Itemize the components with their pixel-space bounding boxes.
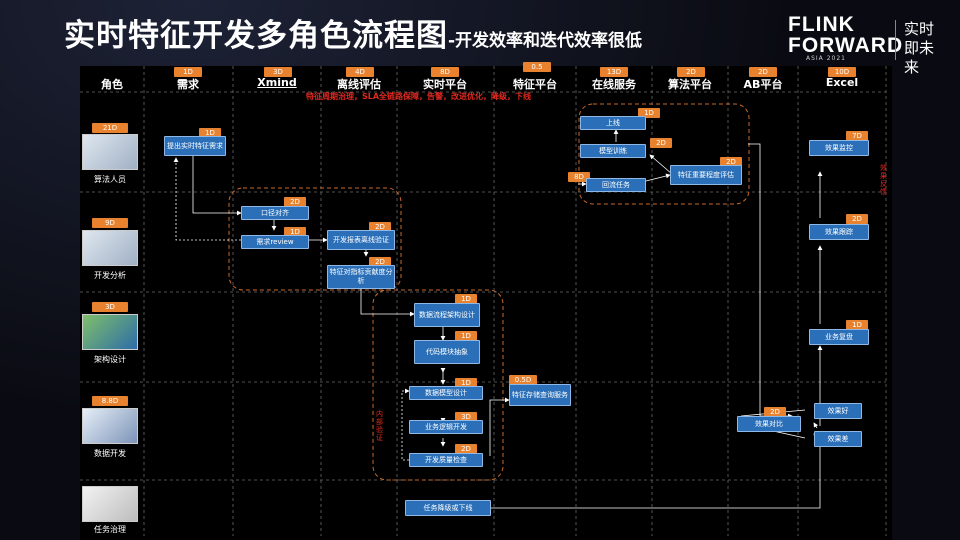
header-online-service: 在线服务 — [592, 78, 636, 91]
tag-quality-check: 2D — [455, 444, 477, 454]
box-requirement-review: 需求review — [241, 235, 309, 249]
header-tag-feature-platform: 0.5 — [523, 62, 551, 72]
box-code-abstraction: 代码模块抽象 — [414, 340, 480, 364]
group-outlines — [228, 103, 750, 481]
box-contribution-analysis: 特征对指标贡献度分析 — [327, 265, 395, 289]
box-report-offline-verify: 开发报表离线验证 — [327, 230, 395, 250]
box-task-downgrade: 任务降级或下线 — [405, 500, 491, 516]
box-model-training: 模型训练 — [580, 144, 646, 158]
box-data-model-design: 数据模型设计 — [409, 386, 483, 400]
tag-contribution-analysis: 2D — [369, 257, 391, 267]
tag-business-logic-dev: 3D — [455, 412, 477, 422]
role-tag-data-dev: 8.8D — [92, 396, 128, 406]
tag-go-live: 1D — [638, 108, 660, 118]
connectors — [173, 129, 823, 511]
role-image-governance — [82, 486, 138, 522]
box-effect-good: 效果好 — [814, 403, 862, 419]
header-tag-algorithm-platform: 2D — [677, 67, 705, 77]
header-tag-online-service: 13D — [600, 67, 628, 77]
box-data-flow-design: 数据流程架构设计 — [414, 303, 480, 327]
header-requirement: 需求 — [177, 78, 199, 91]
role-image-data-dev — [82, 408, 138, 444]
role-label-governance: 任务治理 — [94, 525, 126, 534]
tag-feature-importance: 2D — [720, 157, 742, 167]
brand-line2: FORWARD — [788, 34, 904, 57]
header-tag-offline-eval: 4D — [346, 67, 374, 77]
tag-code-abstraction: 1D — [455, 331, 477, 341]
title-main: 实时特征开发多角色流程图 — [64, 18, 448, 54]
row-dividers — [80, 91, 886, 481]
header-offline-eval: 离线评估 — [337, 78, 381, 91]
box-effect-monitor: 效果监控 — [809, 140, 869, 156]
box-caliber-align: 口径对齐 — [241, 206, 309, 220]
tag-feature-storage-service: 0.5D — [509, 375, 537, 385]
header-tag-excel: 10D — [828, 67, 856, 77]
tag-effect-track: 2D — [846, 214, 868, 224]
role-label-data-dev: 数据开发 — [94, 449, 126, 458]
governance-note: 特征周期治理，SLA全链路保障，告警，改进优化，降级，下线 — [306, 92, 532, 101]
box-effect-poor: 效果差 — [814, 431, 862, 447]
header-tag-ab-platform: 2D — [749, 67, 777, 77]
brand-divider — [895, 20, 896, 60]
flow-diagram: 角色 需求 Xmind 离线评估 实时平台 特征平台 在线服务 算法平台 AB平… — [80, 62, 892, 540]
header-feature-platform: 特征平台 — [513, 78, 557, 91]
box-effect-track: 效果跟踪 — [809, 224, 869, 240]
role-label-analysis: 开发分析 — [94, 271, 126, 280]
title-subtitle: -开发效率和迭代效率很低 — [448, 31, 643, 51]
box-business-logic-dev: 业务逻辑开发 — [409, 420, 483, 434]
role-tag-architecture: 3D — [92, 302, 128, 312]
box-effect-compare: 效果对比 — [737, 416, 801, 432]
brand-logo: FLINK FORWARD — [788, 14, 903, 56]
box-feature-importance: 特征重要程度评估 — [670, 165, 742, 185]
box-quality-check: 开发质量检查 — [409, 453, 483, 467]
feedback-note: 效果反馈 — [880, 164, 887, 196]
role-image-analysis — [82, 230, 138, 266]
role-tag-analysis: 9D — [92, 218, 128, 228]
tag-report-offline-verify: 2D — [369, 222, 391, 232]
tag-propose-feature: 1D — [199, 128, 221, 138]
tag-backflow-task: 8D — [568, 172, 590, 182]
box-business-review: 业务复盘 — [809, 329, 869, 345]
header-ab-platform: AB平台 — [743, 78, 783, 91]
tag-effect-monitor: 7D — [846, 131, 868, 141]
box-propose-feature: 提出实时特征需求 — [164, 136, 226, 156]
role-label-algorithm: 算法人员 — [94, 175, 126, 184]
header-xmind: Xmind — [257, 76, 297, 89]
box-go-live: 上线 — [580, 116, 646, 130]
header-algorithm-platform: 算法平台 — [668, 78, 712, 91]
header-tag-requirement: 1D — [174, 67, 202, 77]
role-image-algorithm — [82, 134, 138, 170]
tag-data-model-design: 1D — [455, 378, 477, 388]
tag-data-flow-design: 1D — [455, 294, 477, 304]
header-role: 角色 — [101, 78, 123, 91]
tag-business-review: 1D — [846, 320, 868, 330]
header-tag-realtime-platform: 8D — [431, 67, 459, 77]
page-title: 实时特征开发多角色流程图-开发效率和迭代效率很低 — [64, 10, 642, 55]
tag-caliber-align: 2D — [284, 197, 306, 207]
box-feature-storage-service: 特征存储查询服务 — [509, 384, 571, 406]
box-backflow-task: 回流任务 — [586, 178, 646, 192]
tag-requirement-review: 1D — [284, 227, 306, 237]
tag-effect-compare: 2D — [764, 407, 786, 417]
role-label-architecture: 架构设计 — [94, 355, 126, 364]
brand-line1: FLINK — [788, 13, 855, 36]
role-tag-algorithm: 21D — [92, 123, 128, 133]
header-realtime-platform: 实时平台 — [423, 78, 467, 91]
diagram-lines — [80, 66, 887, 536]
brand-cn: 实时即未来 — [904, 20, 935, 76]
role-image-architecture — [82, 314, 138, 350]
header-tag-xmind: 3D — [264, 67, 292, 77]
column-dividers — [143, 66, 887, 536]
brand-sub: ASIA 2021 — [806, 55, 846, 62]
header-excel: Excel — [825, 76, 859, 89]
tag-model-training: 2D — [650, 138, 672, 148]
inner-verify-note: 内部验证 — [376, 410, 383, 442]
